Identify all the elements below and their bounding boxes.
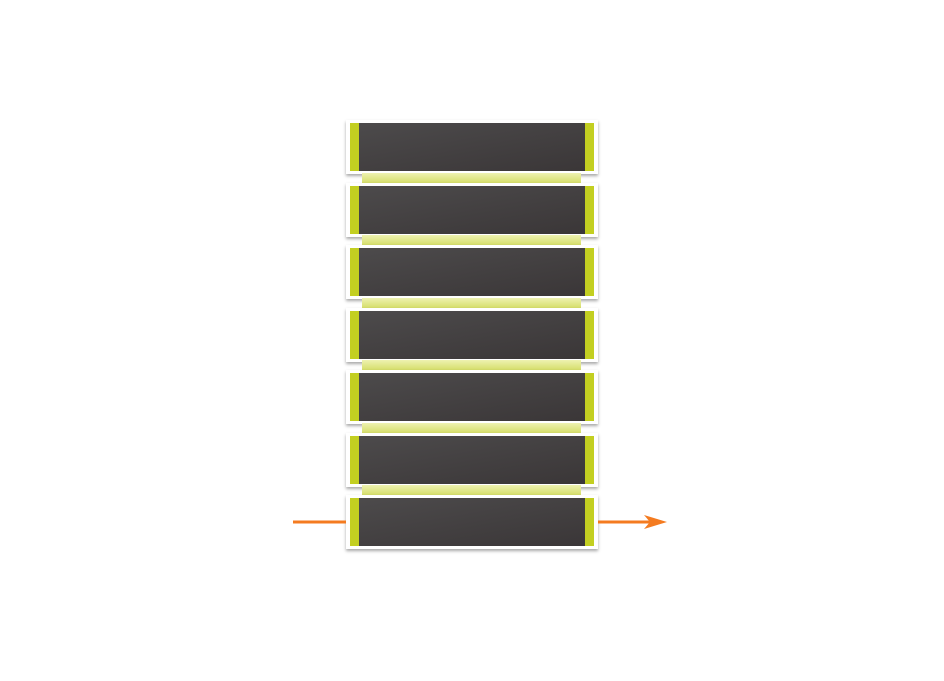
- layer-block: [346, 120, 598, 174]
- layer-body: [350, 185, 594, 234]
- layer-connector: [362, 297, 581, 308]
- layer-block: [346, 182, 598, 237]
- layer-cap-left: [350, 185, 359, 234]
- layer-cap-right: [585, 435, 594, 484]
- layer-body: [350, 248, 594, 296]
- layer-cap-right: [585, 373, 594, 421]
- layer-cap-left: [350, 310, 359, 359]
- layer-block: [346, 432, 598, 487]
- layer-cap-left: [350, 435, 359, 484]
- layer-cap-left: [350, 248, 359, 296]
- layer-body: [350, 310, 594, 359]
- layer-connector: [362, 485, 581, 495]
- layer-cap-right: [585, 498, 594, 546]
- layer-cap-left: [350, 498, 359, 546]
- layer-body: [350, 498, 594, 546]
- layer-body: [350, 123, 594, 171]
- layer-connector: [362, 172, 581, 183]
- layer-block: [346, 307, 598, 362]
- layer-cap-left: [350, 373, 359, 421]
- layer-cap-left: [350, 123, 359, 171]
- layer-connector: [362, 235, 581, 245]
- layer-connector: [362, 422, 581, 433]
- layer-connector: [362, 360, 581, 370]
- layer-cap-right: [585, 185, 594, 234]
- layer-body: [350, 373, 594, 421]
- layer-cap-right: [585, 248, 594, 296]
- layer-cap-right: [585, 310, 594, 359]
- layer-cap-right: [585, 123, 594, 171]
- arrowhead-icon: [644, 515, 667, 529]
- layer-block: [346, 495, 598, 549]
- layer-body: [350, 435, 594, 484]
- layer-block: [346, 245, 598, 299]
- layer-block: [346, 370, 598, 424]
